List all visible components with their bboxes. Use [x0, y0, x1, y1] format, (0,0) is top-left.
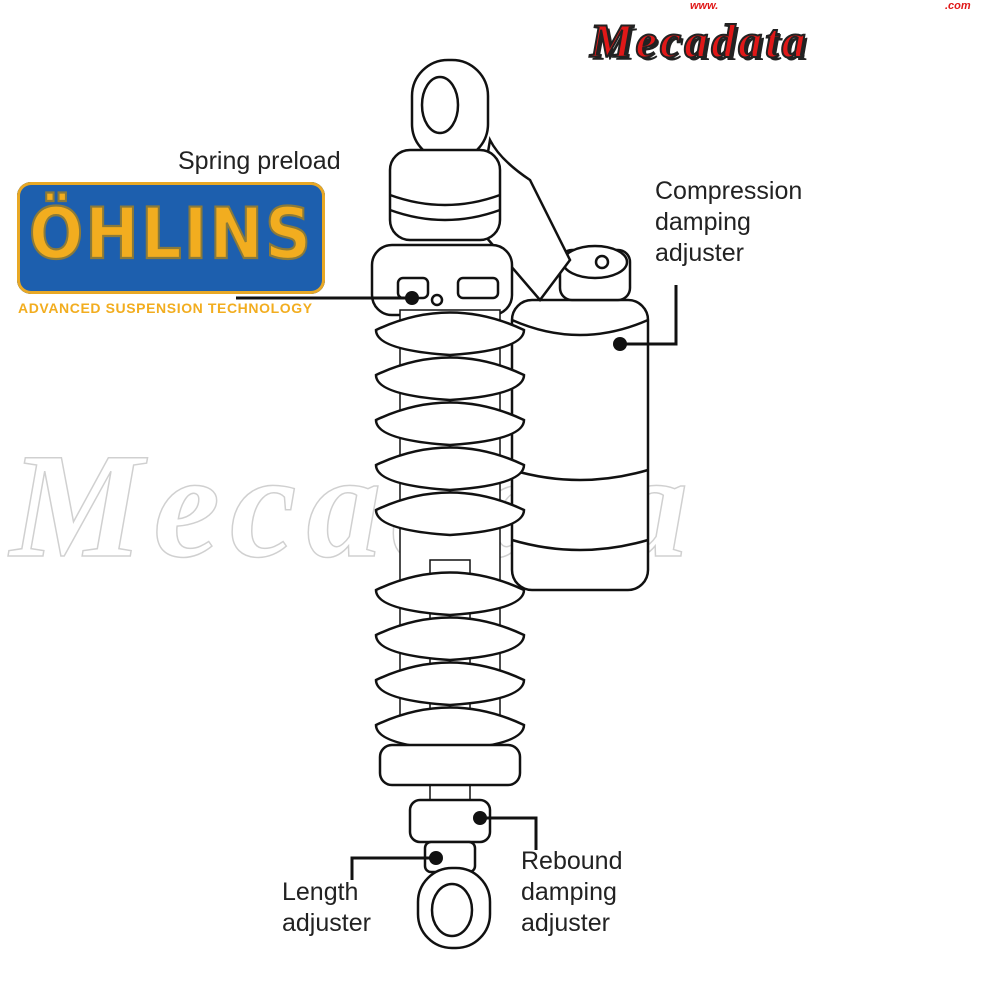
rebound-label: Rebound damping adjuster: [521, 846, 622, 939]
mecadata-www: www.: [690, 0, 719, 12]
label-line: damping: [521, 878, 617, 906]
ohlins-logo: ÖHLINS: [17, 182, 325, 294]
label-line: adjuster: [282, 909, 371, 937]
label-line: Length: [282, 878, 359, 906]
callout-dot: [405, 291, 419, 305]
spring: [374, 309, 526, 821]
callout-dot: [473, 811, 487, 825]
spring-preload-label: Spring preload: [178, 147, 341, 175]
callout-dot: [429, 851, 443, 865]
label-line: Rebound: [521, 847, 623, 875]
callout-dot: [613, 337, 627, 351]
label-line: adjuster: [655, 239, 744, 267]
compression-label: Compression damping adjuster: [655, 176, 802, 269]
label-line: Compression: [655, 177, 803, 205]
label-line: damping: [655, 208, 751, 236]
mecadata-logo: Mecadata: [589, 14, 809, 69]
top-mount: [370, 58, 572, 317]
mecadata-com: .com: [945, 0, 971, 12]
ohlins-tagline: ADVANCED SUSPENSION TECHNOLOGY: [18, 300, 313, 316]
label-line: adjuster: [521, 909, 610, 937]
callout-lines: [236, 285, 678, 880]
length-label: Length adjuster: [282, 877, 371, 939]
bottom-mount: [408, 798, 492, 950]
ohlins-wordmark: ÖHLINS: [28, 193, 314, 277]
reservoir: [510, 244, 650, 592]
